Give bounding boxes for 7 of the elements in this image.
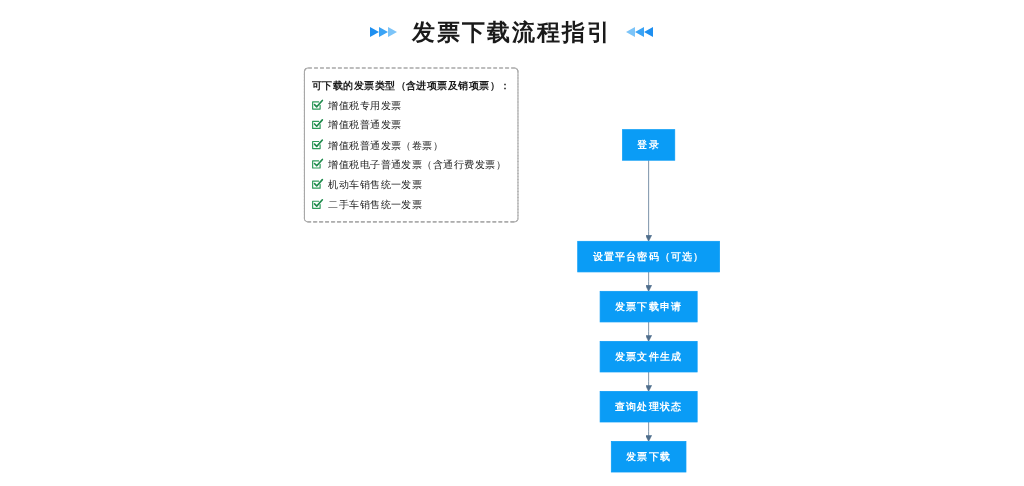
title: 发票下载流程指引 <box>412 16 612 47</box>
node-box: 发票下载 <box>610 441 687 473</box>
node-box: 查询处理状态 <box>599 391 698 423</box>
node-box: 发票下载申请 <box>599 290 698 323</box>
node-box: 登录 <box>622 129 676 161</box>
node-box: 设置平台密码（可选） <box>577 240 720 273</box>
node-box: 发票文件生成 <box>599 341 698 373</box>
